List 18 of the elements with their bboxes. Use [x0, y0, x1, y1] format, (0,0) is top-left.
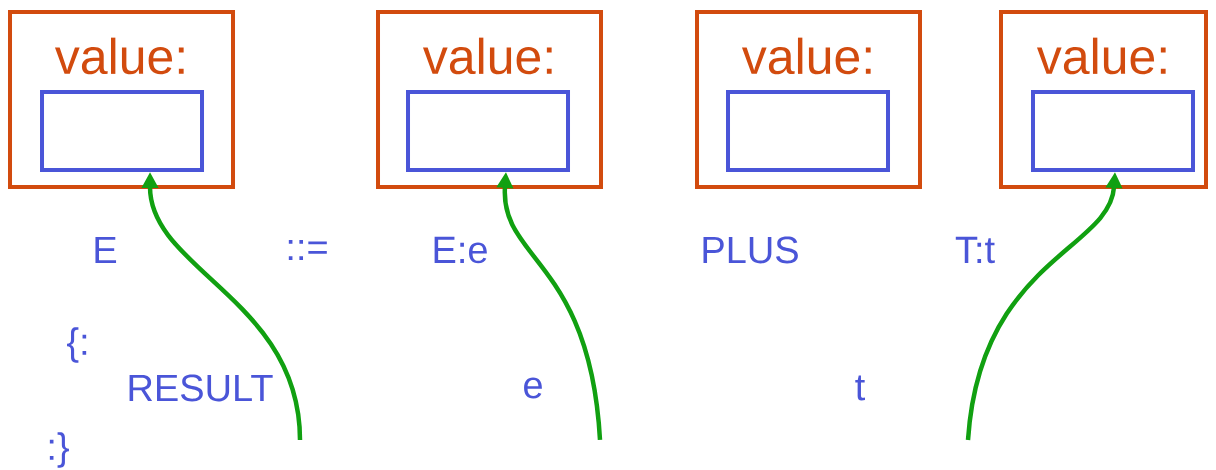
code-token: ::=	[288, 239, 327, 261]
code-token: PLUS	[703, 236, 798, 264]
code-token: {:	[67, 327, 87, 363]
value-box: value:	[999, 10, 1208, 189]
code-token: e	[524, 377, 542, 399]
value-field	[40, 90, 204, 172]
code-token: T:t	[955, 236, 995, 264]
code-token: RESULT	[129, 374, 273, 402]
value-field	[726, 90, 890, 172]
value-field	[406, 90, 570, 172]
code-token: t	[855, 375, 865, 401]
value-box: value:	[695, 10, 922, 189]
code-token: :}	[49, 432, 69, 468]
value-field	[1031, 90, 1195, 172]
value-box: value:	[8, 10, 235, 189]
code-token: E:e	[434, 236, 487, 264]
value-box: value:	[376, 10, 603, 189]
code-token: E	[95, 236, 117, 264]
